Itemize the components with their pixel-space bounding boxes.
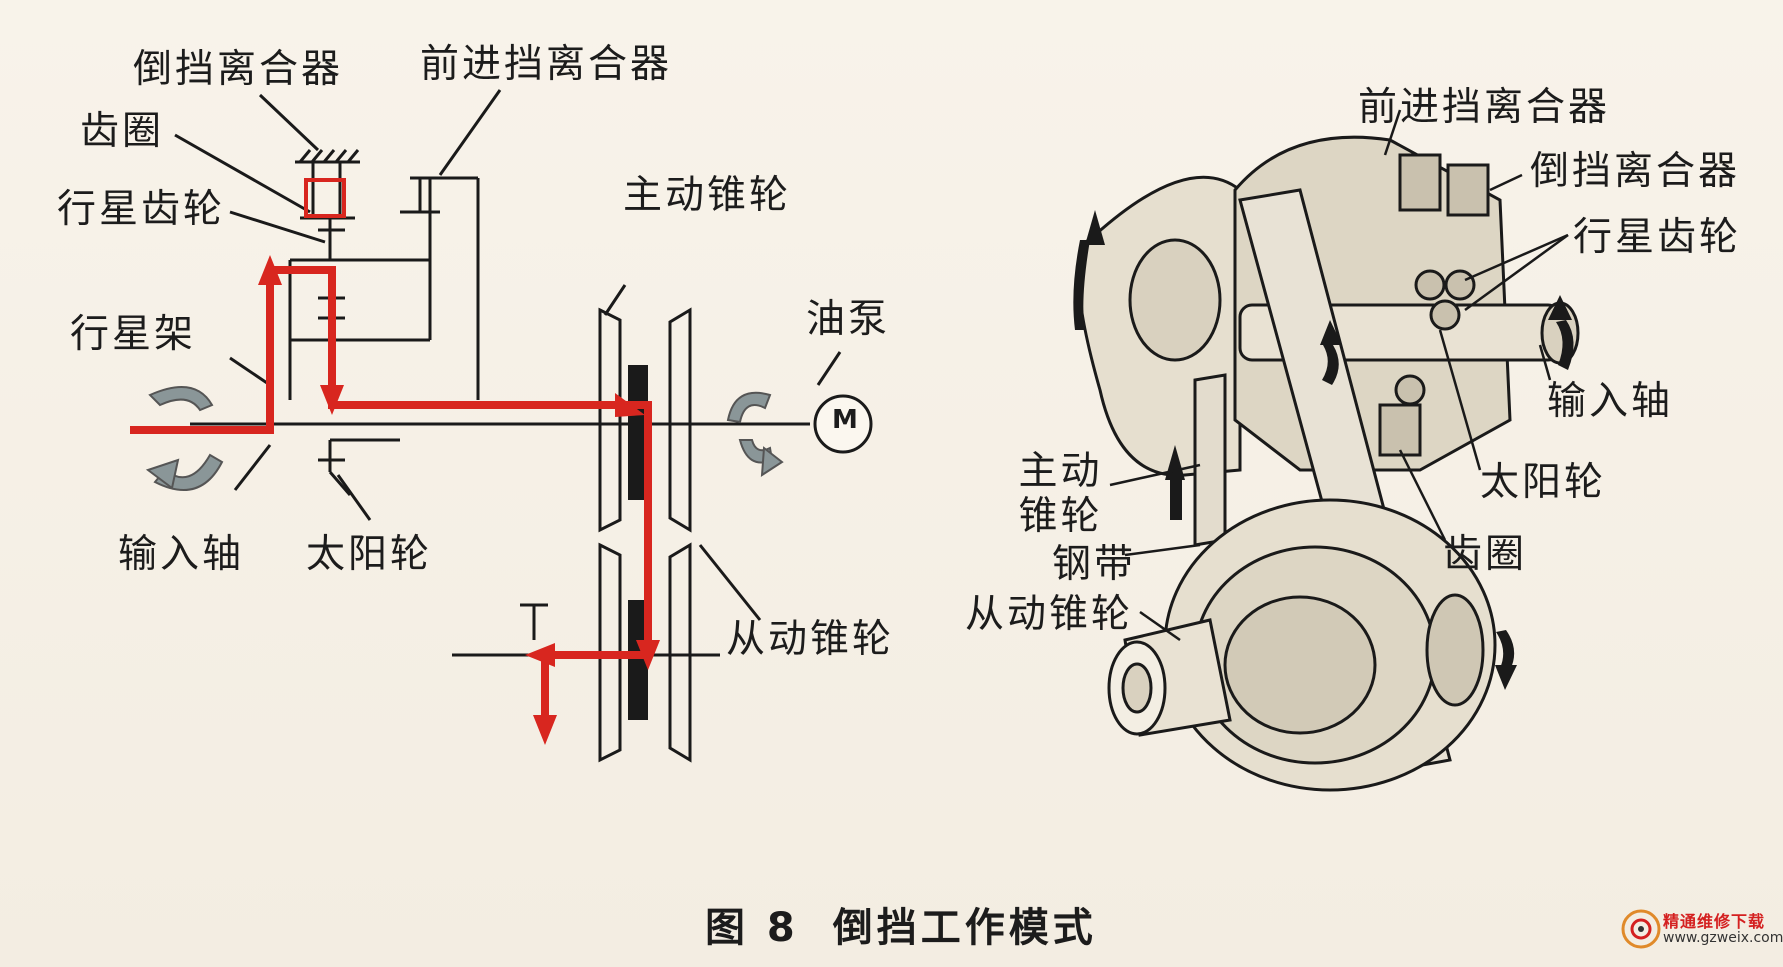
label-input-shaft: 输入轴 xyxy=(118,532,245,577)
label-steel-belt: 钢带 xyxy=(1052,542,1137,587)
label-drive-pulley-right: 主动锥轮 xyxy=(1018,449,1103,539)
figure-title: 倒挡工作模式 xyxy=(832,905,1097,951)
label-reverse-clutch-right: 倒挡离合器 xyxy=(1530,149,1741,194)
label-drive-pulley: 主动锥轮 xyxy=(623,173,792,218)
pump-rotation-arrow xyxy=(726,391,784,477)
label-sun-gear: 太阳轮 xyxy=(306,532,433,577)
label-sun-gear-right: 太阳轮 xyxy=(1480,460,1607,505)
label-ring-gear-right: 齿圈 xyxy=(1443,532,1528,577)
motor-symbol: M xyxy=(832,405,858,435)
oil-pump-motor xyxy=(813,394,873,454)
input-rotation-arrow xyxy=(145,386,224,491)
label-forward-clutch: 前进挡离合器 xyxy=(420,42,673,87)
label-planet-gear: 行星齿轮 xyxy=(57,187,226,232)
label-reverse-clutch: 倒挡离合器 xyxy=(133,47,344,92)
label-planet-gear-right: 行星齿轮 xyxy=(1573,215,1742,260)
reverse-clutch-ground-hatch xyxy=(295,149,360,164)
watermark-name: 精通维修下载 xyxy=(1663,912,1766,931)
label-driven-pulley: 从动锥轮 xyxy=(726,617,895,662)
label-driven-pulley-right: 从动锥轮 xyxy=(965,592,1134,637)
watermark-logo-icon xyxy=(1621,909,1661,949)
figure-number: 图 8 xyxy=(705,905,799,951)
label-planet-carrier: 行星架 xyxy=(70,312,197,357)
label-forward-clutch-right: 前进挡离合器 xyxy=(1358,85,1611,130)
watermark-url: www.gzweix.com xyxy=(1663,930,1783,946)
figure-caption: 图 8 倒挡工作模式 xyxy=(705,895,1097,953)
label-input-shaft-right: 输入轴 xyxy=(1547,379,1674,424)
label-ring-gear: 齿圈 xyxy=(80,109,165,154)
label-oil-pump: 油泵 xyxy=(806,297,891,342)
